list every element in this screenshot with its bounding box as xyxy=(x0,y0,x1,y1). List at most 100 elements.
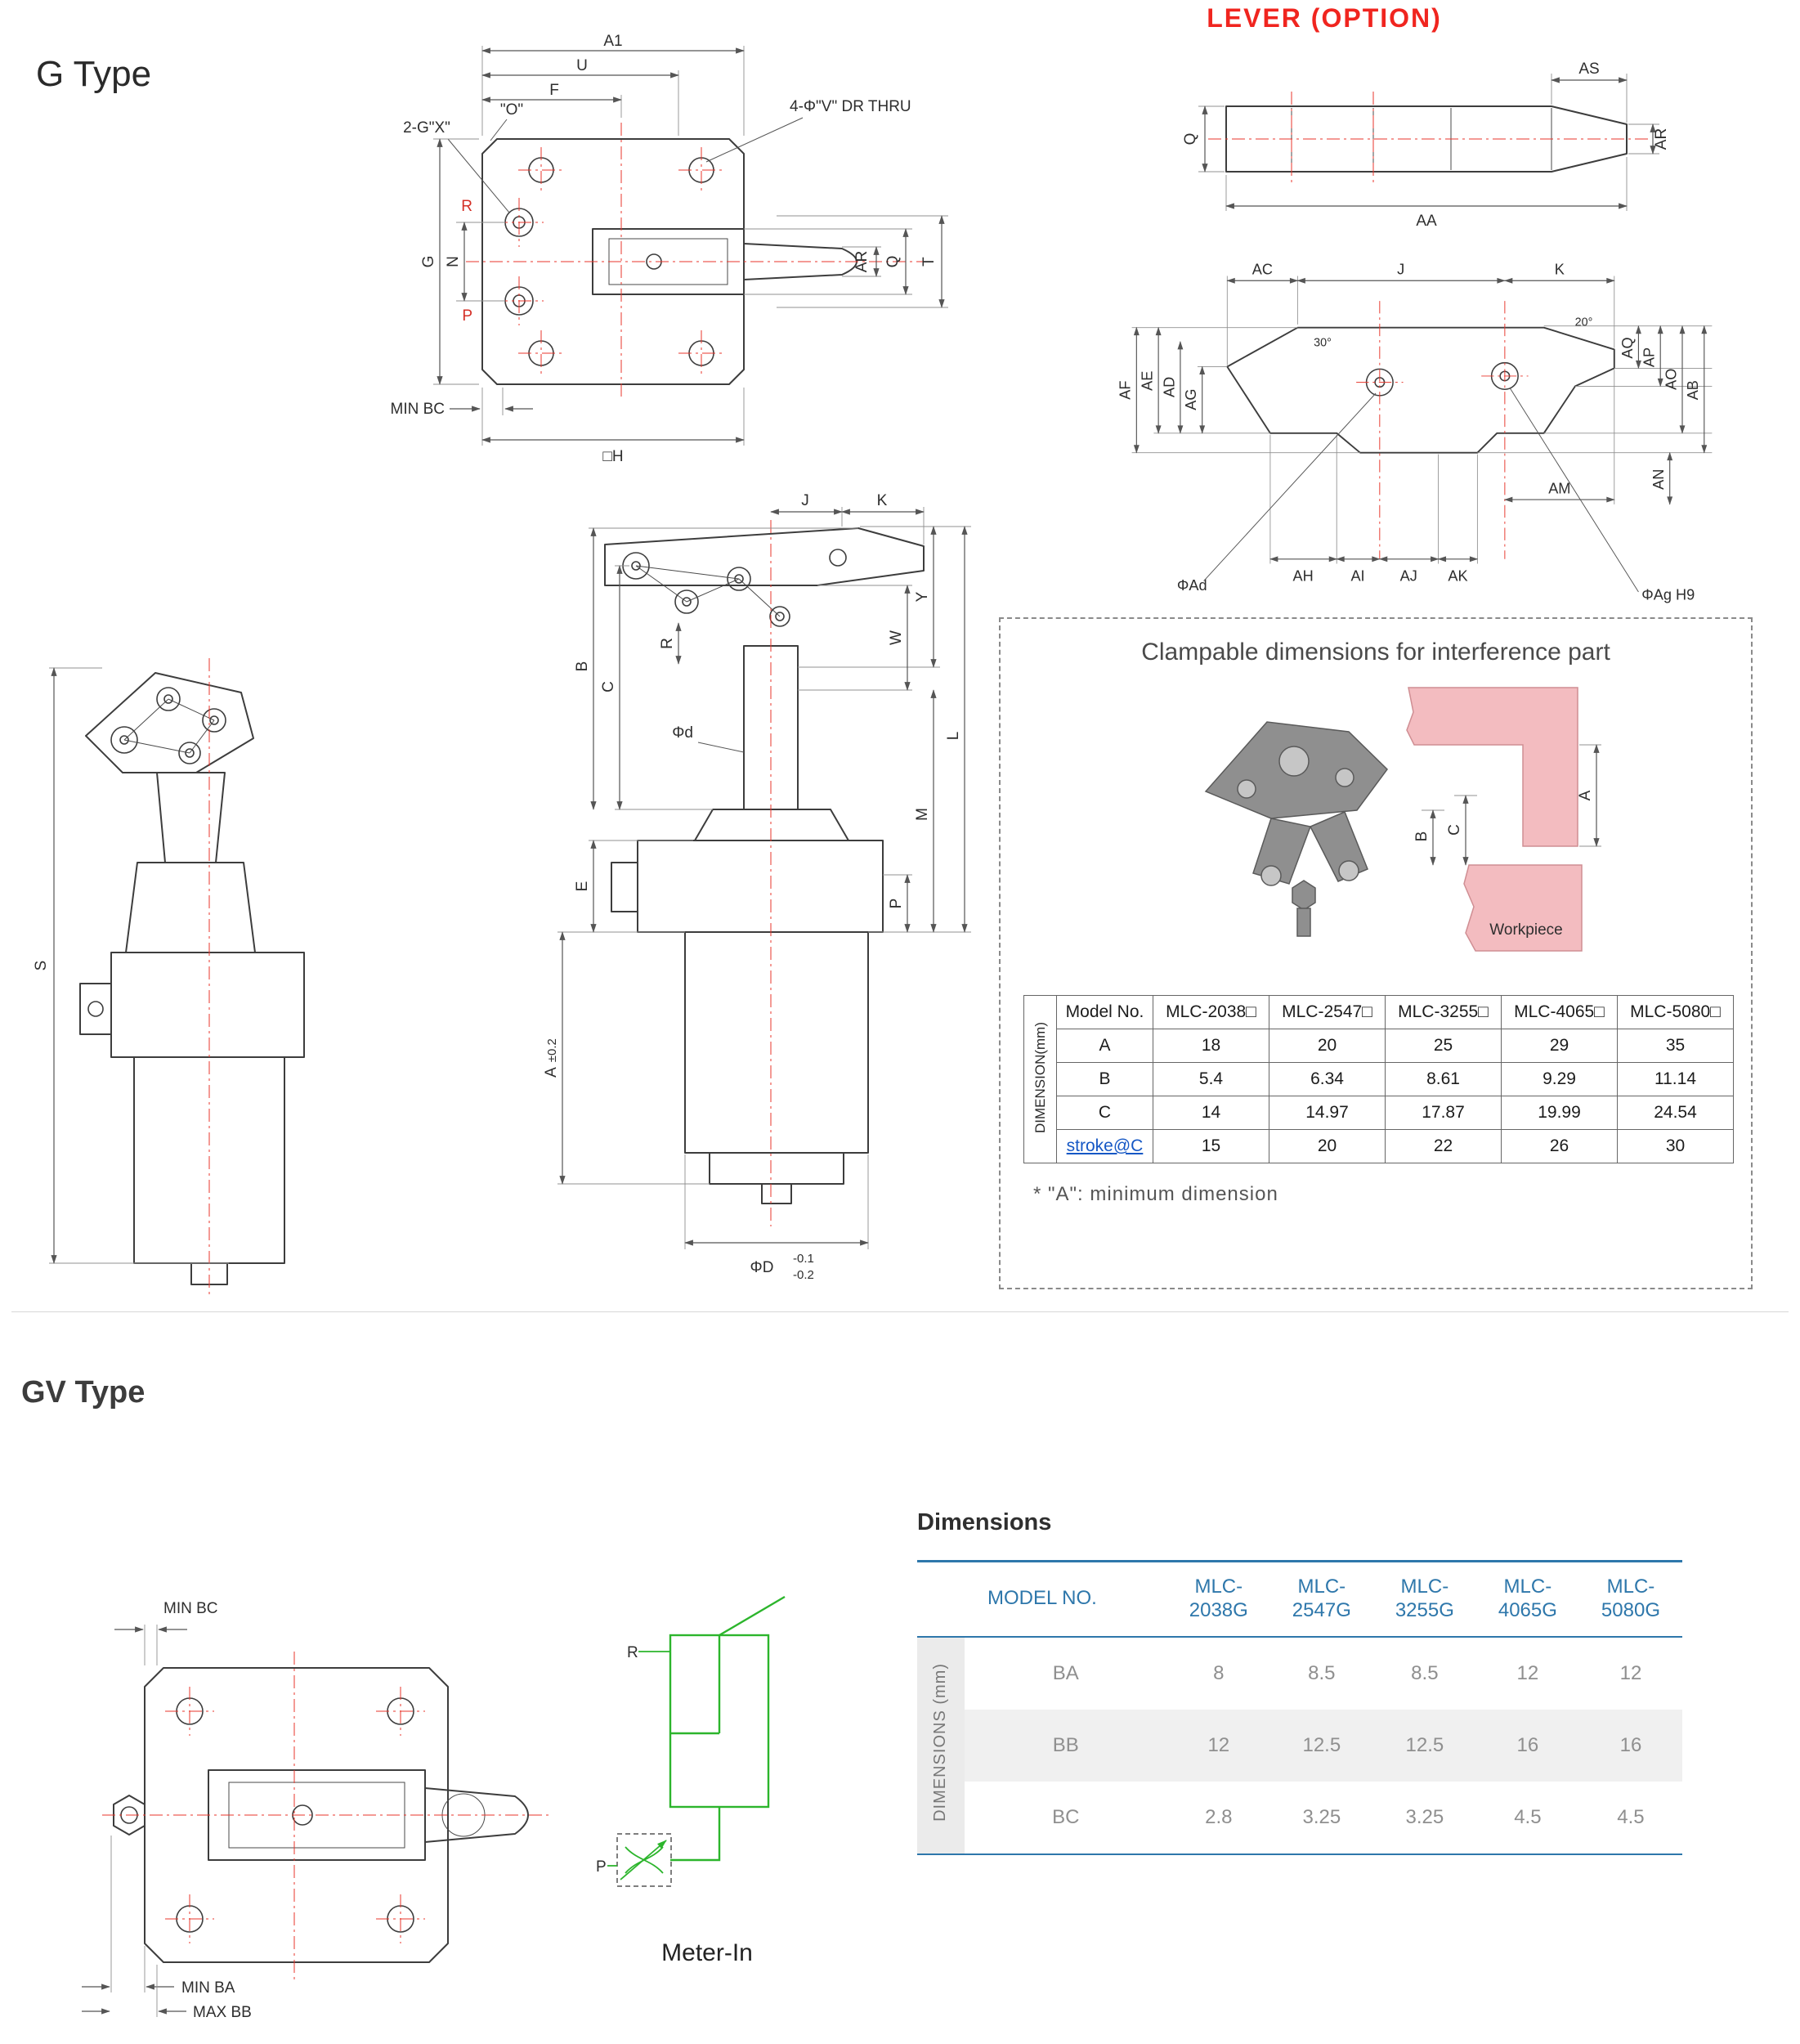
column-header: MLC-5080□ xyxy=(1617,995,1734,1029)
dim-label-lever-q: Q xyxy=(1182,133,1199,146)
tolerance-lower: -0.2 xyxy=(793,1268,814,1282)
table-cell: 20 xyxy=(1269,1129,1386,1163)
dim-label-aa: AA xyxy=(1416,213,1437,230)
gv-dimensions: MIN BC MIN BA MAX BB xyxy=(82,1600,252,2019)
column-header: MLC-3255□ xyxy=(1385,995,1502,1029)
lever-side-dimensions: AC J K 30° 20° AF AE AD AG AQ AP AO AB xyxy=(1117,262,1713,603)
table-row: DIMENSION(mm) Model No. MLC-2038□ MLC-25… xyxy=(1023,995,1734,1163)
table-cell: 12 xyxy=(1207,1733,1230,1756)
table-cell: 3.25 xyxy=(1302,1805,1341,1828)
dim-label-lsk: K xyxy=(1555,262,1565,278)
table-row: A 18 20 25 29 35 xyxy=(1024,1029,1734,1063)
dim-label-smj: J xyxy=(801,492,809,509)
dimensions-section-title: Dimensions xyxy=(917,1509,1052,1535)
dim-label-f: F xyxy=(549,82,559,99)
dim-label-ad: AD xyxy=(1161,377,1177,397)
valve-boundary xyxy=(616,1833,672,1887)
g-type-front-view-drawing: A1 U F "O" 2-G"X" 4-Φ"V" DR THRU G N R P… xyxy=(391,33,948,465)
hydraulic-circuit: R P xyxy=(596,1595,786,1887)
table-cell: 4.5 xyxy=(1514,1805,1542,1828)
table-cell: 8.61 xyxy=(1385,1062,1502,1096)
row-label: C xyxy=(1056,1096,1153,1130)
lever-top-dimensions: AS Q AR AA xyxy=(1182,61,1670,230)
column-header: Model No. xyxy=(1056,995,1153,1029)
table-cell: 5.4 xyxy=(1153,1062,1269,1096)
dim-label-n: N xyxy=(445,256,462,267)
port-label-r: R xyxy=(627,1644,638,1661)
dim-label-min-bc: MIN BC xyxy=(391,401,446,418)
table-cell: 2.8 xyxy=(1205,1805,1233,1828)
table-cell: 17.87 xyxy=(1385,1096,1502,1130)
column-header-model: MLC-5080G xyxy=(1578,1561,1682,1638)
dim-label-ao: AO xyxy=(1663,369,1679,390)
table-row: BB 12 12.5 12.5 16 16 xyxy=(917,1709,1682,1782)
dim-label-an: AN xyxy=(1650,469,1667,490)
main-view-dimensions: J K B C E A±0.2 R Y W L xyxy=(543,492,971,1282)
dim-label-ap: AP xyxy=(1641,347,1658,367)
table-row: C 14 14.97 17.87 19.99 24.54 xyxy=(1024,1096,1734,1130)
dim-label-smr: R xyxy=(659,638,676,649)
dim-label-y: Y xyxy=(914,591,931,602)
dim-label-smk: K xyxy=(877,492,888,509)
table-cell: 16 xyxy=(1516,1733,1539,1756)
row-label: BB xyxy=(1052,1733,1079,1756)
angle-label-30: 30° xyxy=(1314,337,1332,350)
dim-label-phi-d: Φd xyxy=(672,724,693,742)
minimum-dimension-note: * "A": minimum dimension xyxy=(1033,1183,1278,1205)
dim-label-a1: A1 xyxy=(603,33,622,50)
table-side-label: DIMENSIONS (mm) xyxy=(917,1636,965,1854)
table-cell: 19.99 xyxy=(1501,1096,1618,1130)
small-view-dimensions: S xyxy=(33,667,229,1264)
dim-label-ak: AK xyxy=(1448,568,1467,585)
dim-label-b: B xyxy=(574,661,591,672)
table-cell: 15 xyxy=(1153,1129,1269,1163)
dim-label-g: G xyxy=(420,256,437,268)
stroke-at-c-link[interactable]: stroke@C xyxy=(1056,1129,1153,1163)
port-label-p: P xyxy=(462,307,472,325)
dim-label-a-tol: A±0.2 xyxy=(543,1038,560,1078)
table-cell: 30 xyxy=(1617,1129,1734,1163)
dim-label-phi-D: ΦD xyxy=(750,1259,774,1276)
column-header-model: MLC-2038G xyxy=(1166,1561,1270,1638)
dim-label-gv-min-bc: MIN BC xyxy=(163,1600,218,1617)
table-row: stroke@C 15 20 22 26 30 xyxy=(1024,1129,1734,1163)
column-header: MLC-2038□ xyxy=(1153,995,1269,1029)
dim-label-gv-min-ba: MIN BA xyxy=(181,1979,235,1997)
table-cell: 8.5 xyxy=(1411,1661,1439,1684)
table-cell: 11.14 xyxy=(1617,1062,1734,1096)
dim-label-w: W xyxy=(888,630,905,645)
column-header: MLC-4065□ xyxy=(1501,995,1618,1029)
dim-label-ai: AI xyxy=(1350,568,1364,585)
dim-label-aq: AQ xyxy=(1619,337,1636,358)
table-cell: 6.34 xyxy=(1269,1062,1386,1096)
dim-label-ag: AG xyxy=(1183,389,1199,410)
table-row: B 5.4 6.34 8.61 9.29 11.14 xyxy=(1024,1062,1734,1096)
table-cell: 12.5 xyxy=(1405,1733,1444,1756)
table-cell: 14 xyxy=(1153,1096,1269,1130)
table-cell: 8 xyxy=(1213,1661,1225,1684)
gv-body xyxy=(102,1652,552,1983)
lever-bar xyxy=(1208,92,1648,186)
dim-label-ac: AC xyxy=(1252,262,1273,278)
column-header-model: MLC-4065G xyxy=(1475,1561,1579,1638)
row-label: B xyxy=(1056,1062,1153,1096)
dim-label-gv-max-bb: MAX BB xyxy=(193,2004,252,2019)
tolerance-upper: -0.1 xyxy=(793,1252,814,1266)
dim-label-am: AM xyxy=(1548,480,1570,496)
port-label-r: R xyxy=(461,198,472,215)
workpiece-shapes: Workpiece xyxy=(1406,687,1583,952)
clampable-dimensions-panel: Clampable dimensions for interference pa… xyxy=(999,617,1753,1289)
callout-gx: 2-G"X" xyxy=(403,119,450,137)
table-cell: 22 xyxy=(1385,1129,1502,1163)
dim-label-e: E xyxy=(574,881,591,892)
lever-side-view-drawing: AC J K 30° 20° AF AE AD AG AQ AP AO AB xyxy=(1117,262,1713,603)
dim-label-lsj: J xyxy=(1397,262,1404,278)
dim-label-ab: AB xyxy=(1685,380,1701,400)
dim-label-l: L xyxy=(945,732,962,741)
table-cell: 12.5 xyxy=(1302,1733,1341,1756)
table-cell: 9.29 xyxy=(1501,1062,1618,1096)
row-label: BA xyxy=(1052,1661,1079,1684)
dim-label-lever-ar: AR xyxy=(1653,128,1670,150)
clampable-dim-lines: A B C xyxy=(1413,744,1601,866)
